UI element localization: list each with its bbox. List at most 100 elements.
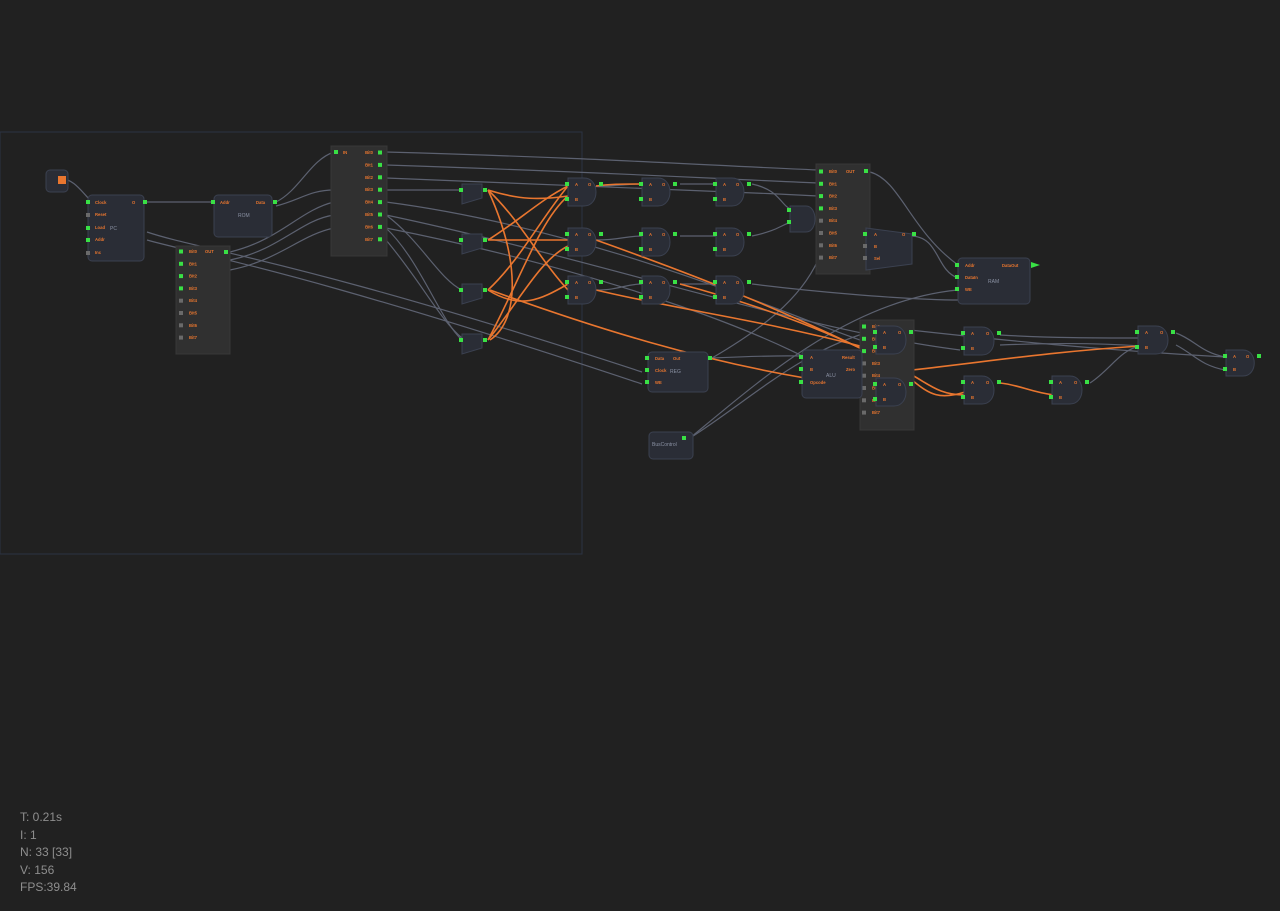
gate-column-1[interactable] bbox=[461, 183, 483, 355]
bit-port[interactable] bbox=[819, 206, 823, 211]
bit-port[interactable] bbox=[378, 200, 382, 205]
gate-in-b[interactable] bbox=[565, 247, 569, 251]
gate-in-a[interactable] bbox=[565, 280, 569, 284]
gate-out[interactable] bbox=[1085, 380, 1089, 384]
bit-port[interactable] bbox=[819, 194, 823, 199]
bit-port[interactable] bbox=[819, 255, 823, 260]
gate-in-b[interactable] bbox=[713, 295, 717, 299]
and-gate[interactable]: ABO bbox=[1049, 375, 1089, 405]
and-gate[interactable]: ABO bbox=[961, 326, 1001, 356]
reg-node[interactable]: REG Data Clock WE Out bbox=[645, 351, 712, 393]
gate-out[interactable] bbox=[1257, 354, 1261, 358]
bit-port[interactable] bbox=[179, 274, 183, 279]
bit-port[interactable] bbox=[179, 311, 183, 315]
gate-in-a[interactable] bbox=[639, 232, 643, 236]
gate-out[interactable] bbox=[673, 280, 677, 284]
and-gate[interactable]: ABO bbox=[961, 375, 1001, 405]
gate-in-a[interactable] bbox=[713, 232, 717, 236]
bit-port[interactable] bbox=[819, 231, 823, 235]
bit-port[interactable] bbox=[378, 187, 382, 192]
bit-port[interactable] bbox=[862, 349, 866, 354]
gate-in-b[interactable] bbox=[565, 295, 569, 299]
bit-port[interactable] bbox=[862, 324, 866, 329]
gate-out[interactable] bbox=[673, 232, 677, 236]
gate-in-a[interactable] bbox=[713, 182, 717, 186]
gate-small-and[interactable] bbox=[787, 205, 816, 233]
pc-node[interactable]: PC Clock Reset Load Addr Inc O bbox=[45, 169, 147, 262]
gate-in-a[interactable] bbox=[961, 380, 965, 384]
bit-port[interactable] bbox=[378, 212, 382, 217]
bit-port[interactable] bbox=[179, 323, 183, 328]
bit-port[interactable] bbox=[862, 410, 866, 415]
gate-in-a[interactable] bbox=[1135, 330, 1139, 334]
gate-in-b[interactable] bbox=[565, 197, 569, 201]
bit-port[interactable] bbox=[179, 335, 183, 340]
gate-in-b[interactable] bbox=[873, 345, 877, 349]
bit-port[interactable] bbox=[862, 373, 866, 378]
gate-in-a[interactable] bbox=[639, 182, 643, 186]
gate-in-b[interactable] bbox=[713, 247, 717, 251]
gate-in-b[interactable] bbox=[873, 397, 877, 401]
and-gate[interactable]: ABO bbox=[873, 377, 913, 407]
gate-in-a[interactable] bbox=[873, 330, 877, 334]
gate-in-b[interactable] bbox=[961, 346, 965, 350]
rom-node[interactable]: ROM Addr Data bbox=[211, 194, 277, 238]
gate-out[interactable] bbox=[747, 182, 751, 186]
gate-in-b[interactable] bbox=[639, 295, 643, 299]
gate-out[interactable] bbox=[599, 182, 603, 186]
and-gate[interactable]: ABO bbox=[639, 177, 677, 207]
gate-in-b[interactable] bbox=[961, 395, 965, 399]
and-gate[interactable]: ABO bbox=[873, 325, 913, 355]
bit-port[interactable] bbox=[819, 243, 823, 248]
bit-port[interactable] bbox=[378, 224, 382, 229]
gate-out[interactable] bbox=[599, 280, 603, 284]
gate-in-b[interactable] bbox=[713, 197, 717, 201]
gate-out[interactable] bbox=[747, 232, 751, 236]
bit-port[interactable] bbox=[862, 398, 866, 403]
gate-out[interactable] bbox=[599, 232, 603, 236]
bit-port[interactable] bbox=[179, 286, 183, 291]
gate-out[interactable] bbox=[1171, 330, 1175, 334]
gate-out[interactable] bbox=[909, 382, 913, 386]
gate-in-a[interactable] bbox=[639, 280, 643, 284]
bit-port[interactable] bbox=[378, 162, 382, 167]
and-gate[interactable]: ABO bbox=[713, 275, 751, 305]
bit-port[interactable] bbox=[179, 298, 183, 303]
bit-port[interactable] bbox=[378, 175, 382, 180]
gate-in-b[interactable] bbox=[1135, 345, 1139, 349]
and-gate[interactable]: ABO bbox=[565, 227, 603, 257]
bit-port[interactable] bbox=[862, 336, 866, 341]
bit-port[interactable] bbox=[819, 181, 823, 186]
gate-in-a[interactable] bbox=[1223, 354, 1227, 358]
gate-out[interactable] bbox=[673, 182, 677, 186]
and-gate[interactable]: ABO bbox=[713, 177, 751, 207]
gate-in-b[interactable] bbox=[639, 197, 643, 201]
group-frame[interactable] bbox=[0, 131, 583, 555]
gate-out[interactable] bbox=[997, 380, 1001, 384]
gate-out[interactable] bbox=[997, 331, 1001, 335]
bit-port[interactable] bbox=[378, 237, 382, 242]
bit-port[interactable] bbox=[819, 218, 823, 223]
and-gate[interactable]: ABO bbox=[1223, 349, 1261, 377]
bit-port[interactable] bbox=[179, 261, 183, 266]
ram-node[interactable]: RAM Addr DataIn WE DataOut bbox=[955, 257, 1040, 305]
and-gate[interactable]: ABO bbox=[565, 275, 603, 305]
alu-node[interactable]: ALU A B Opcode Result Zero bbox=[799, 349, 863, 399]
gate-in-a[interactable] bbox=[961, 331, 965, 335]
gate-out[interactable] bbox=[747, 280, 751, 284]
mux2-node[interactable]: A B Sel O bbox=[863, 227, 916, 271]
bit-port[interactable] bbox=[819, 169, 823, 174]
gate-in-b[interactable] bbox=[1049, 395, 1053, 399]
and-gate[interactable]: ABO bbox=[713, 227, 751, 257]
gate-in-a[interactable] bbox=[565, 232, 569, 236]
gate-in-b[interactable] bbox=[639, 247, 643, 251]
gate-in-a[interactable] bbox=[873, 382, 877, 386]
gate-in-a[interactable] bbox=[1049, 380, 1053, 384]
gate-in-b[interactable] bbox=[1223, 367, 1227, 371]
and-gate[interactable]: ABO bbox=[639, 227, 677, 257]
